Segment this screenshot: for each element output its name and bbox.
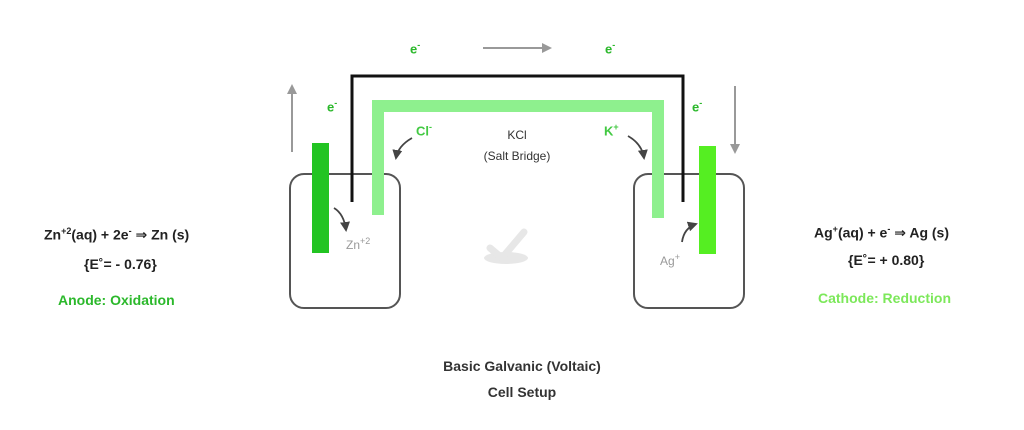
cathode-label: Cathode: Reduction [818,290,951,306]
chloride-arrow [392,137,413,160]
anode-potential: {E˚= - 0.76} [84,256,157,272]
anode-label: Anode: Oxidation [58,292,175,308]
watermark-logo [484,228,528,264]
potassium-arrow [627,135,648,160]
electron-label-cathode: e- [692,98,703,115]
cathode-beaker [633,173,745,309]
electron-label-top-right: e- [605,40,616,57]
salt-bridge-name: KCl [507,128,527,142]
anode-beaker [289,173,401,309]
salt-bridge [372,100,664,218]
potassium-ion-label: K+ [604,122,619,139]
external-wire [350,74,685,202]
anode-half-reaction: Zn+2(aq) + 2e- ⇒ Zn (s) [44,226,190,243]
electron-label-top-left: e- [410,40,421,57]
cathode-half-reaction: Ag+(aq) + e- ⇒ Ag (s) [814,224,949,241]
zinc-ion-label: Zn+2 [346,236,371,252]
silver-electrode [699,146,716,254]
electron-label-anode: e- [327,98,338,115]
zinc-electrode [312,143,329,253]
silver-ion-label: Ag+ [660,252,680,268]
chloride-ion-label: Cl- [416,122,432,139]
caption-line-1: Basic Galvanic (Voltaic) [443,358,601,374]
cathode-potential: {E˚= + 0.80} [848,252,925,268]
silver-ion-arrow [681,221,698,243]
zinc-ion-arrow [333,207,350,232]
caption-line-2: Cell Setup [487,384,557,400]
salt-bridge-subtitle: (Salt Bridge) [483,149,551,163]
